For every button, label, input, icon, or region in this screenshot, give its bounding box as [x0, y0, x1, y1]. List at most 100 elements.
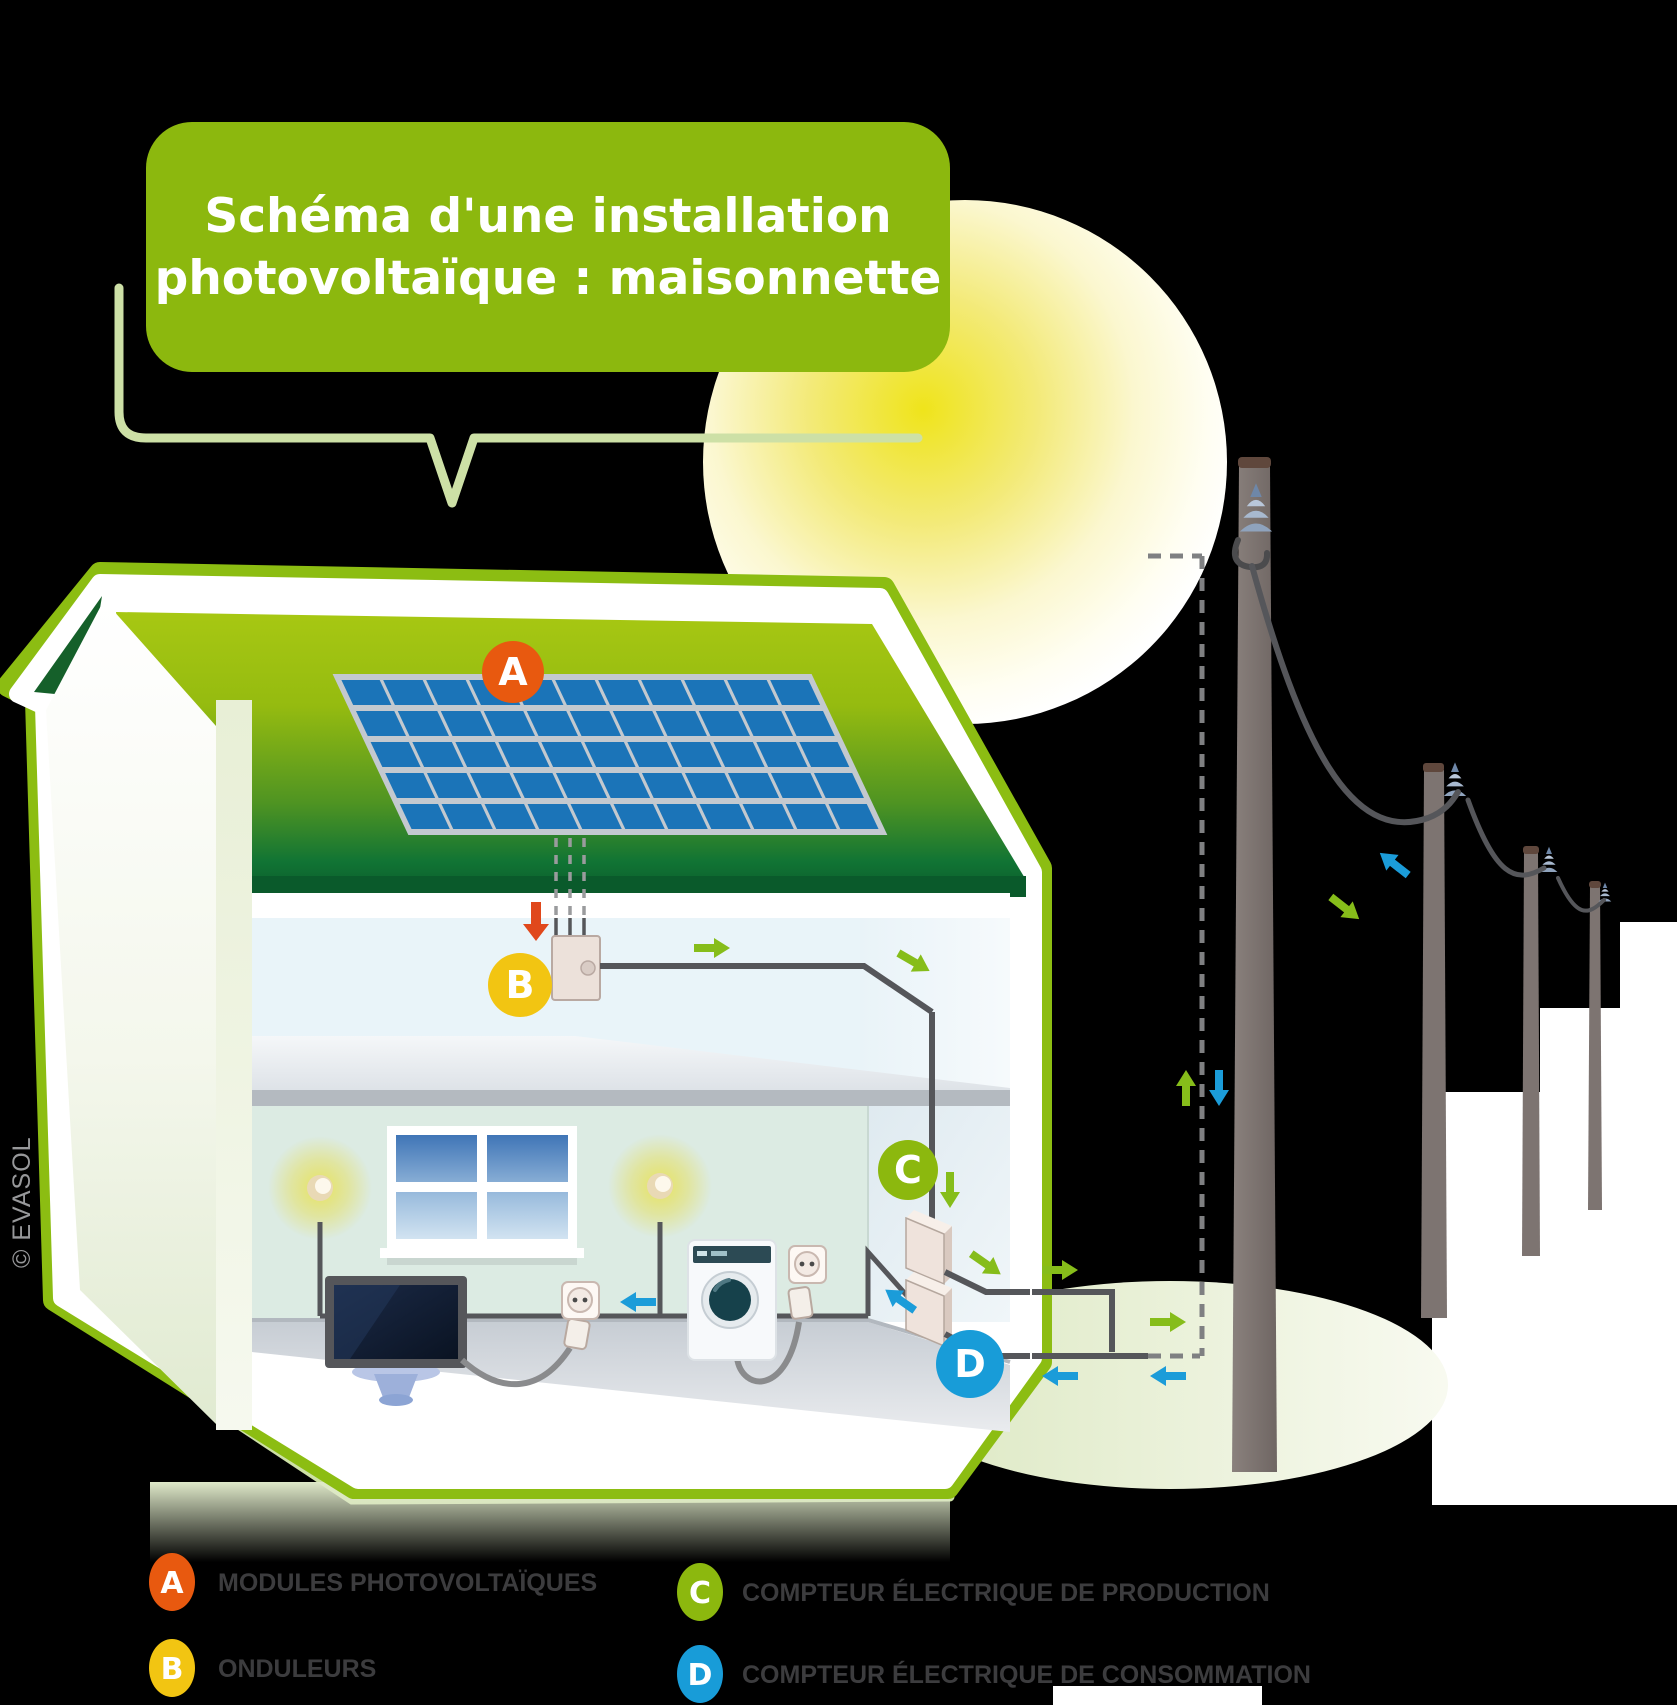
- badge-d-circle: [936, 1330, 1004, 1398]
- inverter-assembly: [523, 838, 935, 1015]
- roof-eave: [240, 876, 1026, 896]
- title-bubble: Schéma d'une installation photovoltaïque…: [114, 122, 950, 508]
- dc-arrow-icon: [523, 902, 549, 941]
- white-patch-2: [1540, 1008, 1677, 1098]
- washer-control-panel: [693, 1246, 771, 1263]
- television: [325, 1276, 573, 1406]
- production-flow-arrow-icon: [1324, 889, 1366, 927]
- window-sill-shadow: [387, 1258, 577, 1265]
- washer-door-highlight: [713, 1278, 731, 1292]
- plug-icon: [787, 1286, 814, 1320]
- badge-c-circle: [878, 1140, 938, 1200]
- consumption-import-arrow-icon: [1209, 1070, 1229, 1106]
- washer-buttons: [711, 1251, 727, 1256]
- badge-consumption-meter: D: [936, 1330, 1004, 1398]
- legend-item-onduleurs: B ONDULEURS: [149, 1639, 376, 1697]
- badge-d-letter: D: [954, 1342, 986, 1386]
- service-connection-dashed: [1148, 553, 1205, 1359]
- dc-wires-dashed: [554, 838, 586, 920]
- copyright-text: © EVASOL: [8, 1136, 36, 1268]
- pole-1-cap: [1238, 457, 1271, 468]
- inverter-knob: [580, 960, 596, 976]
- panel-grid-vertical: [378, 677, 842, 832]
- wall-lamp-right: [608, 1134, 712, 1238]
- legend-c-circle: [677, 1563, 723, 1621]
- utility-pole-2: [1421, 770, 1447, 1318]
- export-wire: [1032, 1289, 1115, 1352]
- outlet-pin-hole: [799, 1261, 805, 1267]
- badge-inverter: B: [488, 953, 552, 1017]
- grid-wire-2: [1465, 797, 1547, 878]
- outlet-pin-hole: [582, 1297, 588, 1303]
- floor-slab-edge: [252, 1090, 1010, 1106]
- legend-item-production-meter: C COMPTEUR ÉLECTRIQUE DE PRODUCTION: [677, 1563, 1270, 1621]
- white-patch-3: [1620, 922, 1677, 1014]
- washer-door-glass: [709, 1279, 751, 1321]
- wall-lamp-left: [268, 1136, 372, 1240]
- utility-pole-3: [1522, 852, 1540, 1256]
- badge-a-letter: A: [498, 650, 528, 694]
- cutaway-wall-strip: [216, 700, 252, 1430]
- grid-wire-3: [1556, 876, 1606, 913]
- house: A B C: [0, 562, 1052, 1562]
- legend-item-modules: A MODULES PHOTOVOLTAÏQUES: [149, 1553, 597, 1611]
- legend-a-letter: A: [160, 1566, 184, 1601]
- bubble-tail-outline: [114, 283, 923, 508]
- attic-white-band: [252, 893, 1010, 920]
- washer-display: [697, 1251, 707, 1256]
- outlet-pin-hole: [572, 1297, 578, 1303]
- insulator-icon: [1443, 762, 1467, 796]
- legend-c-label: COMPTEUR ÉLECTRIQUE DE PRODUCTION: [742, 1578, 1270, 1607]
- outlet-pin-hole: [809, 1261, 815, 1267]
- badge-b-circle: [488, 953, 552, 1017]
- solar-panel: [332, 674, 888, 835]
- washer-cord: [734, 1321, 802, 1385]
- grid-wire-1: [1249, 563, 1461, 826]
- meter-side: [944, 1226, 952, 1284]
- corner-riser-wire: [865, 1245, 911, 1316]
- legend-a-circle: [149, 1553, 195, 1611]
- outlet-socket: [567, 1287, 593, 1313]
- meter-front: [905, 1216, 945, 1286]
- outlet-left: [561, 1281, 600, 1351]
- utility-pole-4: [1588, 886, 1602, 1210]
- tv-power-cord: [460, 1346, 573, 1388]
- badge-c-letter: C: [894, 1148, 922, 1192]
- power-grid: [1232, 457, 1612, 1472]
- outlet-socket: [794, 1251, 820, 1277]
- legend-c-letter: C: [689, 1576, 711, 1611]
- legend-b-letter: B: [161, 1652, 184, 1687]
- legend-a-label: MODULES PHOTOVOLTAÏQUES: [218, 1569, 597, 1597]
- pole-3-cap: [1523, 846, 1539, 854]
- window-sill: [380, 1248, 584, 1258]
- legend-d-label: COMPTEUR ÉLECTRIQUE DE CONSOMMATION: [742, 1660, 1311, 1689]
- floor-slab-top: [252, 1036, 1010, 1090]
- white-patch-1: [1432, 1092, 1677, 1505]
- pole-4-cap: [1589, 881, 1601, 888]
- tv-stand-neck: [374, 1374, 418, 1400]
- legend: A MODULES PHOTOVOLTAÏQUES B ONDULEURS C …: [149, 1553, 1311, 1703]
- meter-top: [906, 1272, 952, 1296]
- washing-machine: [687, 1239, 802, 1385]
- production-export-arrow-icon: [1176, 1070, 1196, 1106]
- meter-c-out-wire: [943, 1269, 1030, 1295]
- window: [380, 1126, 584, 1265]
- badge-b-letter: B: [506, 963, 535, 1007]
- dc-wires-solid: [554, 918, 586, 938]
- legend-item-consumption-meter: D COMPTEUR ÉLECTRIQUE DE CONSOMMATION: [677, 1645, 1311, 1703]
- pole-2-cap: [1423, 763, 1444, 772]
- production-meter: [905, 1210, 952, 1286]
- plug-icon: [563, 1317, 591, 1351]
- panel-grid-horizontal: [350, 705, 870, 804]
- bubble-panel: [146, 122, 950, 372]
- tv-screen-sheen: [334, 1285, 400, 1359]
- utility-pole-1: [1232, 466, 1277, 1472]
- gable-wall: [46, 600, 216, 1424]
- lamp-bulb-icon: [315, 1178, 331, 1194]
- white-patch-legend: [1053, 1686, 1262, 1705]
- tv-stand-foot: [379, 1394, 413, 1406]
- background-patches: [1053, 922, 1677, 1705]
- legend-b-label: ONDULEURS: [218, 1655, 376, 1683]
